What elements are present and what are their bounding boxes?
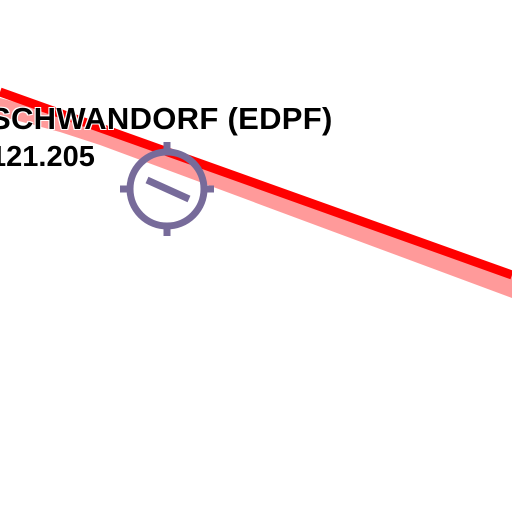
airfield-frequency-label: 121.205 <box>0 141 95 173</box>
route-buffer <box>0 98 512 298</box>
airfield-icon[interactable] <box>120 142 214 236</box>
airfield-name-label: SCHWANDORF (EDPF) <box>0 101 333 136</box>
route-line <box>0 87 512 280</box>
